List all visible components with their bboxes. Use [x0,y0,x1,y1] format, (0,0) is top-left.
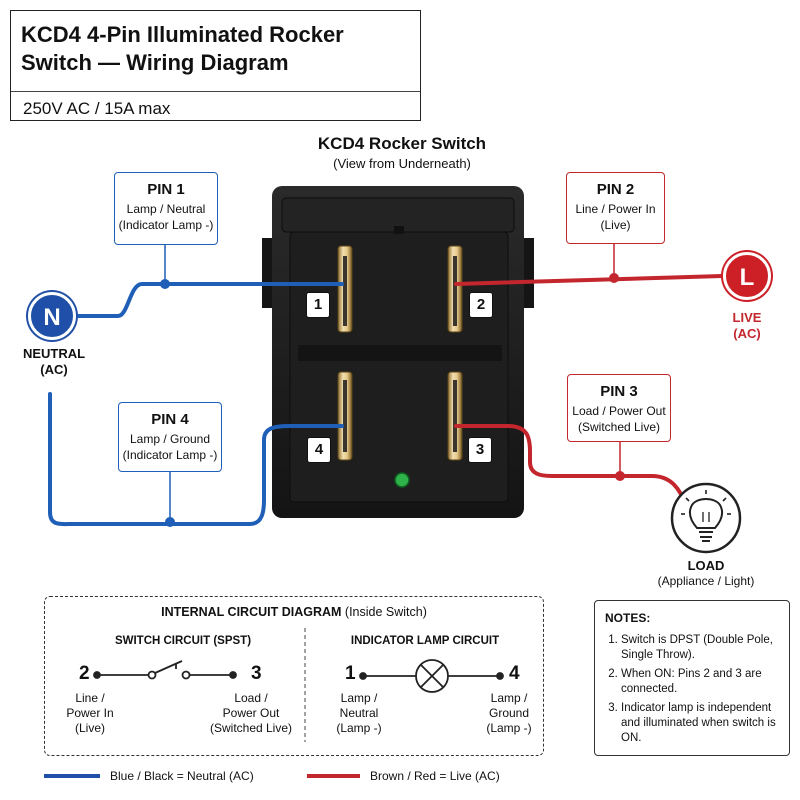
switch-subheading: (View from Underneath) [333,156,471,171]
lamp-right-line2: Ground [488,706,530,720]
legend-neutral: Blue / Black = Neutral (AC) [110,769,254,783]
notes-title: NOTES: [605,611,651,625]
lamp-left-line1: Lamp / [340,691,378,705]
live-label-ac: (AC) [733,326,761,341]
sw-left-line2: Power In [66,706,114,720]
live-wire [454,243,724,507]
pin1-desc-2: (Indicator Lamp -) [118,218,214,232]
lamp-terminal-4: 4 [509,663,520,684]
sw-right-line3: (Switched Live) [209,721,293,735]
pin-number-1: 1 [306,292,330,318]
switch-circuit-title: SWITCH CIRCUIT (SPST) [114,635,252,647]
pin3-callout: PIN 3 Load / Power Out (Switched Live) [567,374,671,442]
internal-circuit-panel: INTERNAL CIRCUIT DIAGRAM (Inside Switch)… [44,596,544,756]
pin2-title: PIN 2 [596,181,635,198]
sw-left-line3: (Live) [74,721,105,735]
light-bulb-icon [670,482,742,554]
switch-terminal-3-desc: Load / Power Out (Switched Live) [203,691,299,736]
notes-panel: NOTES: Switch is DPST (Double Pole, Sing… [594,600,790,756]
pin4-desc-1: Lamp / Ground [129,432,211,446]
circuit-title-main: INTERNAL CIRCUIT DIAGRAM [161,605,342,619]
pin1-desc-1: Lamp / Neutral [126,202,206,216]
sw-right-line1: Load / [234,691,268,705]
switch-terminal-2: 2 [79,663,90,684]
lamp-left-line2: Neutral [339,706,379,720]
page-title: KCD4 4-Pin Illuminated Rocker Switch — W… [21,22,344,75]
indicator-lamp-symbol [359,659,504,693]
note-item: Indicator lamp is independent and illumi… [621,701,781,746]
load-sublabel: (Appliance / Light) [657,574,755,588]
rating-spec: 250V AC / 15A max [23,99,171,118]
terminal-pin-1 [337,245,353,333]
legend-live: Brown / Red = Live (AC) [370,769,500,783]
lamp-left-line3: (Lamp -) [336,721,382,735]
terminal-pin-2 [447,245,463,333]
switch-heading: KCD4 Rocker Switch [317,134,487,153]
switch-terminal-2-desc: Line / Power In (Live) [55,691,125,736]
note-item: When ON: Pins 2 and 3 are connected. [621,667,781,697]
pin2-callout: PIN 2 Line / Power In (Live) [566,172,665,244]
rocker-switch-body [262,186,534,518]
pin4-desc-2: (Indicator Lamp -) [122,448,218,462]
pin2-desc-2: (Live) [600,218,631,232]
load-label: LOAD [687,558,725,573]
lamp-terminal-1-desc: Lamp / Neutral (Lamp -) [327,691,391,736]
neutral-label: NEUTRAL [22,346,86,361]
terminal-pin-3 [447,371,463,461]
pin-number-3: 3 [468,437,492,463]
lamp-terminal-1: 1 [345,663,356,684]
pin4-title: PIN 4 [151,411,189,428]
note-item: Switch is DPST (Double Pole, Single Thro… [621,633,781,663]
pin3-desc-2: (Switched Live) [577,420,661,434]
pin1-title: PIN 1 [147,181,185,198]
pin-number-2: 2 [469,292,493,318]
pin4-callout: PIN 4 Lamp / Ground (Indicator Lamp -) [118,402,222,472]
pin-number-4: 4 [307,437,331,463]
lamp-terminal-4-desc: Lamp / Ground (Lamp -) [477,691,541,736]
title-divider [11,91,420,92]
pin3-title: PIN 3 [600,383,638,400]
circuit-title-note: (Inside Switch) [341,605,427,619]
switch-circuit-symbol [93,660,237,680]
lamp-right-line1: Lamp / [490,691,528,705]
lamp-circuit-title: INDICATOR LAMP CIRCUIT [350,635,500,647]
terminal-pin-4 [337,371,353,461]
indicator-led [394,472,410,488]
notes-list: Switch is DPST (Double Pole, Single Thro… [605,633,781,746]
lamp-right-line3: (Lamp -) [486,721,532,735]
pin3-desc-1: Load / Power Out [572,404,666,418]
neutral-wire [48,244,344,527]
live-label: LIVE [732,310,762,325]
circuit-title: INTERNAL CIRCUIT DIAGRAM (Inside Switch) [45,605,543,619]
pin2-desc-1: Line / Power In [575,202,656,216]
live-source-icon: L [723,252,771,300]
neutral-label-ac: (AC) [40,362,68,377]
sw-left-line1: Line / [75,691,105,705]
pin1-callout: PIN 1 Lamp / Neutral (Indicator Lamp -) [114,172,218,245]
neutral-source-icon: N [28,292,76,340]
title-block: KCD4 4-Pin Illuminated Rocker Switch — W… [10,10,421,121]
switch-terminal-3: 3 [251,663,262,684]
sw-right-line2: Power Out [222,706,280,720]
